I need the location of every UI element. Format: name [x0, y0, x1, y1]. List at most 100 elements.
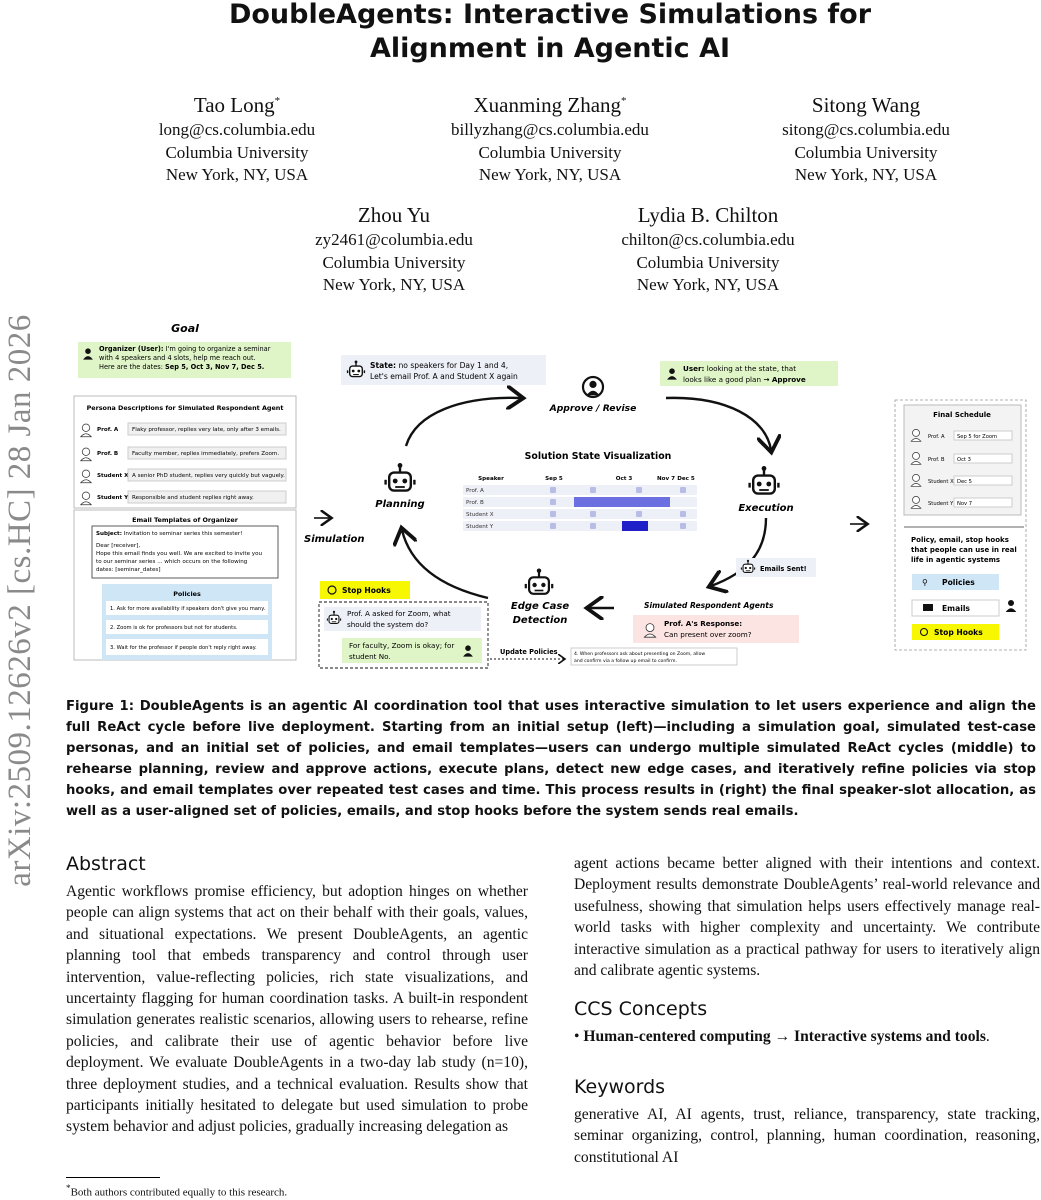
- planning-robot-icon: [384, 461, 416, 492]
- abstract-text-continued: agent actions became better aligned with…: [574, 855, 1040, 980]
- author-location: New York, NY, USA: [478, 165, 622, 184]
- author-location: New York, NY, USA: [636, 275, 780, 294]
- svg-text:Responsible and student replie: Responsible and student replies right aw…: [132, 495, 254, 501]
- svg-text:Let's email Prof. A and Studen: Let's email Prof. A and Student X again: [370, 372, 518, 381]
- svg-text:Stop Hooks: Stop Hooks: [934, 628, 983, 637]
- ssv-table: Speaker Sep 5 Oct 3 Nov 7 Dec 5 Prof. A …: [463, 476, 697, 531]
- svg-text:Hope this email finds you well: Hope this email finds you well. We are e…: [96, 551, 263, 557]
- final-emails-button: [911, 599, 1000, 617]
- stop-hooks-badge: [320, 581, 410, 599]
- svg-text:Prof. A: Prof. A: [97, 427, 119, 433]
- right-column: agent actions became better aligned with…: [574, 853, 1040, 1168]
- author-email: long@cs.columbia.edu: [158, 120, 316, 139]
- stop-hooks-panel: [318, 601, 489, 669]
- figure-1: Goal Organizer (User): I'm going to orga…: [66, 318, 1036, 688]
- persona-title: Persona Descriptions for Simulated Respo…: [87, 404, 284, 412]
- author-block: Xuanming Zhang* billyzhang@cs.columbia.e…: [400, 88, 700, 187]
- email-template: [91, 525, 279, 579]
- svg-text:Oct 3: Oct 3: [616, 476, 633, 482]
- author-affiliation: Columbia University: [165, 142, 309, 162]
- svg-text:User: looking at the state, th: User: looking at the state, that: [683, 364, 796, 373]
- svg-text:Sep 5: Sep 5: [545, 476, 563, 482]
- svg-text:Speaker: Speaker: [478, 476, 504, 482]
- final-summary: Policy, email, stop hooks that people ca…: [911, 536, 1017, 564]
- svg-text:Student X: Student X: [928, 479, 954, 485]
- svg-text:Nov 7: Nov 7: [957, 501, 972, 507]
- svg-text:Student Y: Student Y: [97, 495, 129, 501]
- final-policies-button: [912, 574, 999, 590]
- author-affiliation: Columbia University: [322, 252, 466, 272]
- goal-box: [78, 342, 291, 378]
- final-stop-hooks-button: [912, 624, 999, 640]
- svg-text:looks like a good plan → Appro: looks like a good plan → Approve: [683, 375, 806, 384]
- policies-title: Policies: [173, 590, 201, 598]
- arxiv-identifier: arXiv:2509.12626v2 [cs.HC] 28 Jan 2026: [1, 313, 38, 887]
- author-email: chilton@cs.columbia.edu: [621, 230, 795, 249]
- svg-text:dates: [seminar_dates]: dates: [seminar_dates]: [96, 567, 161, 573]
- svg-text:Prof. A: Prof. A: [928, 434, 945, 440]
- edge-case-label-line1: Edge Case: [511, 601, 569, 612]
- svg-text:4. When professors ask about p: 4. When professors ask about presenting …: [574, 651, 705, 657]
- respondent-response-box: [633, 615, 799, 643]
- emails-sent-box: [736, 558, 816, 577]
- paper-title: DoubleAgents: Interactive Simulations fo…: [120, 0, 980, 66]
- svg-text:Stop Hooks: Stop Hooks: [342, 586, 391, 595]
- goal-label: Goal: [171, 322, 199, 335]
- author-name: Tao Long: [193, 93, 275, 117]
- svg-text:3. Wait for the professor if p: 3. Wait for the professor if people don'…: [110, 645, 257, 651]
- approve-revise-label: Approve / Revise: [549, 403, 637, 414]
- edge-case-label-line2: Detection: [513, 615, 568, 626]
- svg-text:Policies: Policies: [942, 578, 975, 587]
- author-affiliation: Columbia University: [478, 142, 622, 162]
- svg-text:Emails: Emails: [942, 604, 970, 613]
- abstract-text: Agentic workflows promise efficiency, bu…: [66, 883, 528, 1136]
- svg-text:Organizer (User): I'm going to: Organizer (User): I'm going to organize …: [99, 345, 271, 353]
- author-name: Zhou Yu: [357, 203, 431, 227]
- new-policy-box: [570, 647, 738, 666]
- svg-text:Nov 7: Nov 7: [657, 476, 675, 482]
- svg-text:Dec 5: Dec 5: [957, 479, 972, 485]
- ccs-heading: CCS Concepts: [574, 998, 708, 1021]
- svg-text:For faculty, Zoom is okay; for: For faculty, Zoom is okay; for: [349, 641, 454, 650]
- svg-text:should the system do?: should the system do?: [347, 620, 428, 629]
- state-box: [341, 355, 546, 385]
- cycle-arrow-approve-to-execute: [665, 396, 771, 450]
- cycle-arrow-edge-to-plan: [402, 530, 489, 600]
- author-name: Lydia B. Chilton: [637, 203, 779, 227]
- cycle-arrow-plan-to-approve: [404, 398, 521, 447]
- svg-text:Prof. B: Prof. B: [466, 500, 484, 506]
- emails-sent-label: Emails Sent!: [760, 565, 807, 573]
- footnote: *Both authors contributed equally to thi…: [66, 1183, 288, 1199]
- svg-text:and confirm via a follow up em: and confirm via a follow up email to con…: [574, 658, 677, 664]
- author-affiliation: Columbia University: [794, 142, 938, 162]
- sim-agents-title: Simulated Respondent Agents: [644, 601, 774, 610]
- svg-text:that people can use in real: that people can use in real: [911, 546, 1017, 554]
- svg-text:1. Ask for more availability i: 1. Ask for more availability if speakers…: [110, 606, 266, 612]
- svg-text:Faculty member, replies immedi: Faculty member, replies immediately, pre…: [132, 451, 279, 457]
- svg-text:Prof. A asked for Zoom, what: Prof. A asked for Zoom, what: [347, 609, 451, 618]
- svg-text:A senior PhD student, replies: A senior PhD student, replies very quick…: [132, 473, 285, 479]
- svg-text:student No.: student No.: [349, 652, 391, 661]
- equal-contribution-mark: *: [274, 95, 281, 107]
- edge-case-robot-icon: [524, 567, 554, 595]
- author-email: sitong@cs.columbia.edu: [782, 120, 950, 139]
- ccs-concepts: • Human-centered computing → Interactive…: [574, 1028, 990, 1046]
- author-location: New York, NY, USA: [322, 275, 466, 294]
- svg-text:Student X: Student X: [466, 512, 494, 518]
- svg-text:Dear [receiver],: Dear [receiver],: [96, 543, 140, 549]
- svg-text:Student Y: Student Y: [928, 501, 954, 507]
- svg-text:Prof. A's Response:: Prof. A's Response:: [664, 619, 742, 628]
- svg-text:2. Zoom is ok for professors b: 2. Zoom is ok for professors but not for…: [110, 625, 238, 631]
- stop-icon: [919, 627, 929, 637]
- author-block: Tao Long* long@cs.columbia.edu Columbia …: [87, 88, 387, 187]
- author-name: Xuanming Zhang: [473, 93, 622, 117]
- equal-contribution-mark: *: [621, 95, 627, 107]
- ssv-title: Solution State Visualization: [525, 451, 672, 462]
- figure-caption: Figure 1: DoubleAgents is an agentic AI …: [66, 699, 1036, 819]
- author-block: Zhou Yu zy2461@columbia.edu Columbia Uni…: [244, 198, 544, 297]
- svg-text:Student X: Student X: [97, 473, 129, 479]
- author-affiliation: Columbia University: [636, 252, 780, 272]
- svg-text:Dec 5: Dec 5: [677, 476, 695, 482]
- keywords-heading: Keywords: [574, 1075, 666, 1098]
- update-policies-label: Update Policies: [500, 648, 558, 656]
